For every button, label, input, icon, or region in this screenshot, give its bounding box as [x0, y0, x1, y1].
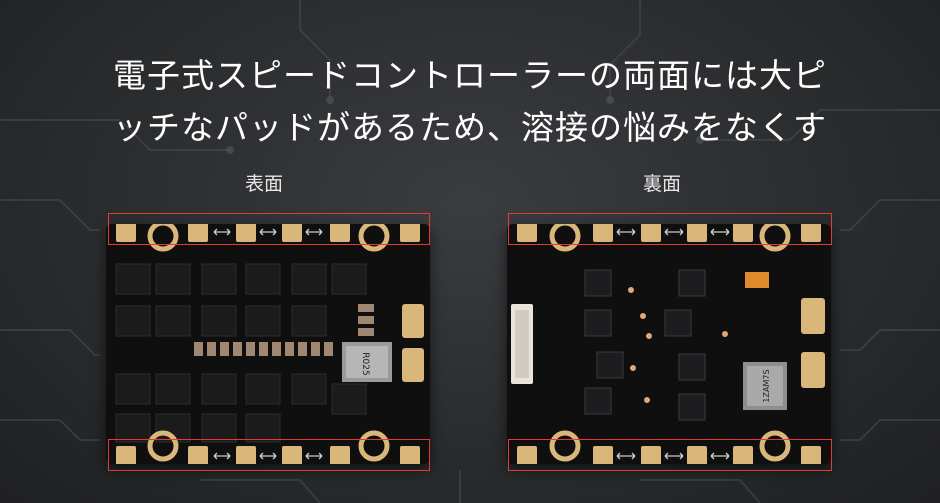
headline: 電子式スピードコントローラーの両面には大ピ ッチなパッドがあるため、溶接の悩みを… — [0, 50, 940, 154]
front-side-label: 表面 — [245, 173, 284, 195]
esc-front-illustration: R025 — [115, 224, 424, 464]
resistor-marking: R025 — [360, 352, 370, 375]
highlight-box-front-bottom — [108, 439, 430, 471]
regulator-marking: 1ZAM7S — [762, 369, 771, 402]
headline-line-2: ッチなパッドがあるため、溶接の悩みをなくす — [113, 108, 827, 147]
esc-back-illustration: 1ZAM7S — [511, 224, 825, 464]
front-top-pads — [116, 224, 420, 242]
highlight-box-back-top — [508, 213, 832, 245]
headline-line-1: 電子式スピードコントローラーの両面には大ピ — [113, 56, 827, 95]
esc-board-front: R025 — [106, 224, 430, 464]
back-side-label: 裏面 — [643, 173, 682, 195]
front-bottom-pads — [116, 446, 420, 464]
esc-board-back: 1ZAM7S — [507, 224, 831, 464]
back-top-pads — [517, 224, 821, 242]
highlight-box-front-top — [108, 213, 430, 245]
back-bottom-pads — [517, 446, 821, 464]
highlight-box-back-bottom — [508, 439, 832, 471]
